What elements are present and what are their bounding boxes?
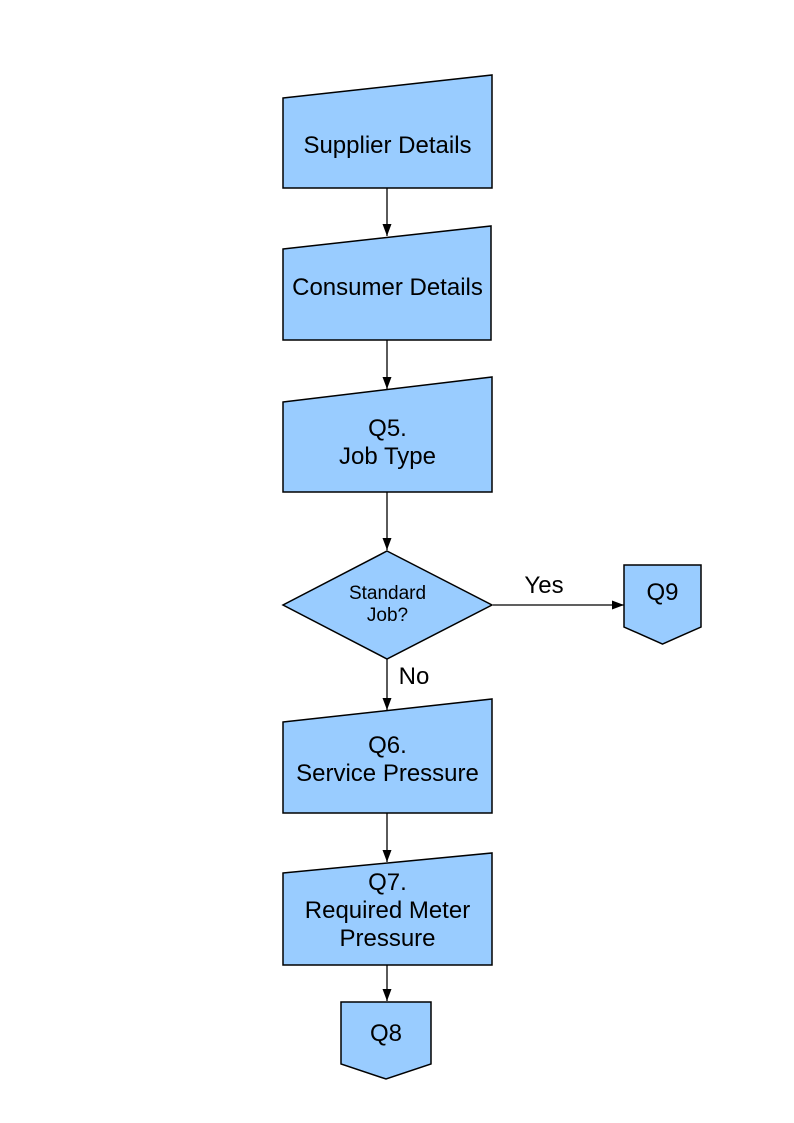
edge-label-no: No bbox=[398, 662, 430, 690]
q5-job-type-label: Q5. Job Type bbox=[339, 414, 436, 470]
consumer-details-shape bbox=[282, 225, 492, 341]
standard-job-decision-label: Standard Job? bbox=[348, 583, 427, 626]
edge-label-yes: Yes bbox=[524, 572, 564, 599]
q9-connector-label: Q9 bbox=[646, 579, 679, 606]
q6-service-pressure-shape bbox=[282, 698, 493, 814]
q8-connector-shape bbox=[340, 1001, 432, 1080]
q9-connector-shape bbox=[623, 564, 702, 645]
q7-required-meter-pressure-shape bbox=[282, 852, 493, 966]
q8-connector-label: Q8 bbox=[369, 1020, 402, 1047]
q6-service-pressure-label: Q6. Service Pressure bbox=[296, 731, 479, 787]
q7-required-meter-pressure-label: Q7. Required Meter Pressure bbox=[304, 869, 471, 952]
supplier-details-label: Supplier Details bbox=[303, 131, 472, 159]
consumer-details-label: Consumer Details bbox=[292, 274, 483, 301]
supplier-details-shape bbox=[282, 74, 493, 189]
q5-job-type-shape bbox=[282, 376, 493, 493]
